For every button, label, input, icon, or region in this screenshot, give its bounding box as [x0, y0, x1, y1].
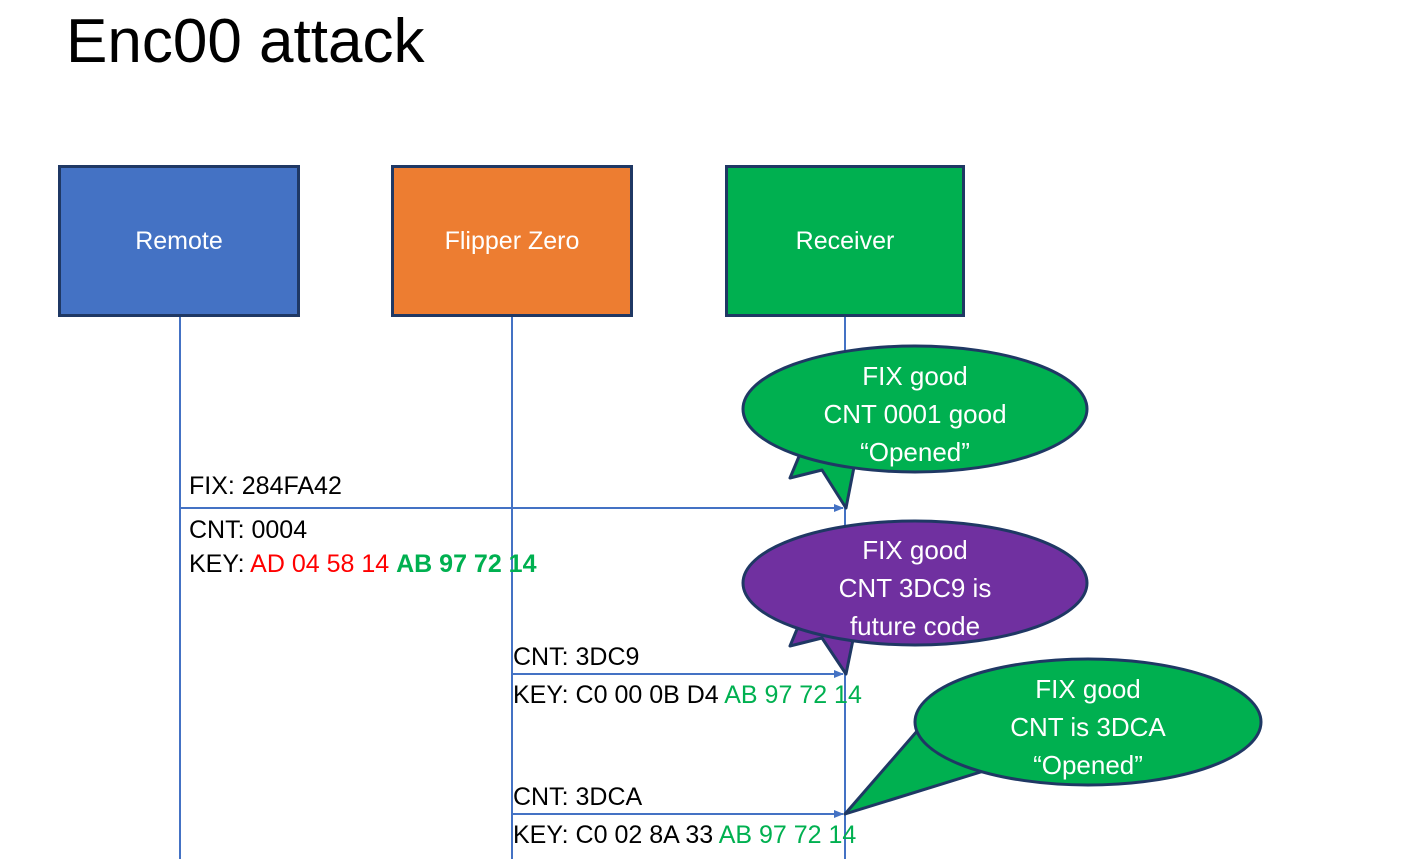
callout-3-line-1: FIX good — [1035, 674, 1141, 704]
message-2-key-green: AB 97 72 14 — [724, 681, 862, 709]
message-2-key-prefix: KEY: C0 00 0B D4 — [513, 681, 725, 709]
message-3-label-key: KEY: C0 02 8A 33 AB 97 72 14 — [513, 819, 856, 852]
message-1-key-red: AD 04 58 14 — [250, 550, 390, 578]
actor-box-remote[interactable]: Remote — [58, 165, 300, 317]
callout-1-text: FIX good CNT 0001 good “Opened” — [745, 357, 1085, 471]
callout-1-shape — [741, 344, 1089, 510]
page-title: Enc00 attack — [66, 7, 425, 76]
callout-2-line-3: future code — [849, 611, 981, 641]
callout-1-line-2: CNT 0001 good — [823, 399, 1007, 429]
actor-label-remote: Remote — [135, 227, 223, 255]
callout-1-line-3: “Opened” — [860, 437, 970, 467]
callout-2-shape — [741, 519, 1089, 676]
message-1-key-green: AB 97 72 14 — [396, 550, 537, 578]
callout-2-text: FIX good CNT 3DC9 is future code — [745, 531, 1085, 645]
callout-2-line-2: CNT 3DC9 is — [838, 573, 992, 603]
message-3-key-prefix: KEY: C0 02 8A 33 — [513, 821, 719, 849]
message-1-label-cnt: CNT: 0004 — [189, 516, 308, 544]
message-1-label-key: KEY: AD 04 58 14 AB 97 72 14 — [189, 548, 537, 581]
message-2-label-key: KEY: C0 00 0B D4 AB 97 72 14 — [513, 679, 862, 712]
callout-2-line-1: FIX good — [862, 535, 968, 565]
message-2-label-above: CNT: 3DC9 — [513, 643, 640, 671]
actor-box-flipper[interactable]: Flipper Zero — [391, 165, 633, 317]
message-1-label-above: FIX: 284FA42 — [189, 472, 342, 500]
callout-3-shape — [843, 657, 1263, 816]
actor-box-receiver[interactable]: Receiver — [725, 165, 965, 317]
callout-1-line-1: FIX good — [862, 361, 968, 391]
message-3-key-green: AB 97 72 14 — [718, 821, 857, 849]
callout-3-line-2: CNT is 3DCA — [1010, 712, 1166, 742]
actor-label-flipper: Flipper Zero — [444, 227, 580, 255]
message-1-key-prefix: KEY: — [189, 550, 251, 578]
message-3-label-above: CNT: 3DCA — [513, 783, 643, 811]
callout-3-line-3: “Opened” — [1033, 750, 1143, 780]
callout-3-text: FIX good CNT is 3DCA “Opened” — [918, 670, 1258, 784]
actor-label-receiver: Receiver — [795, 227, 895, 255]
